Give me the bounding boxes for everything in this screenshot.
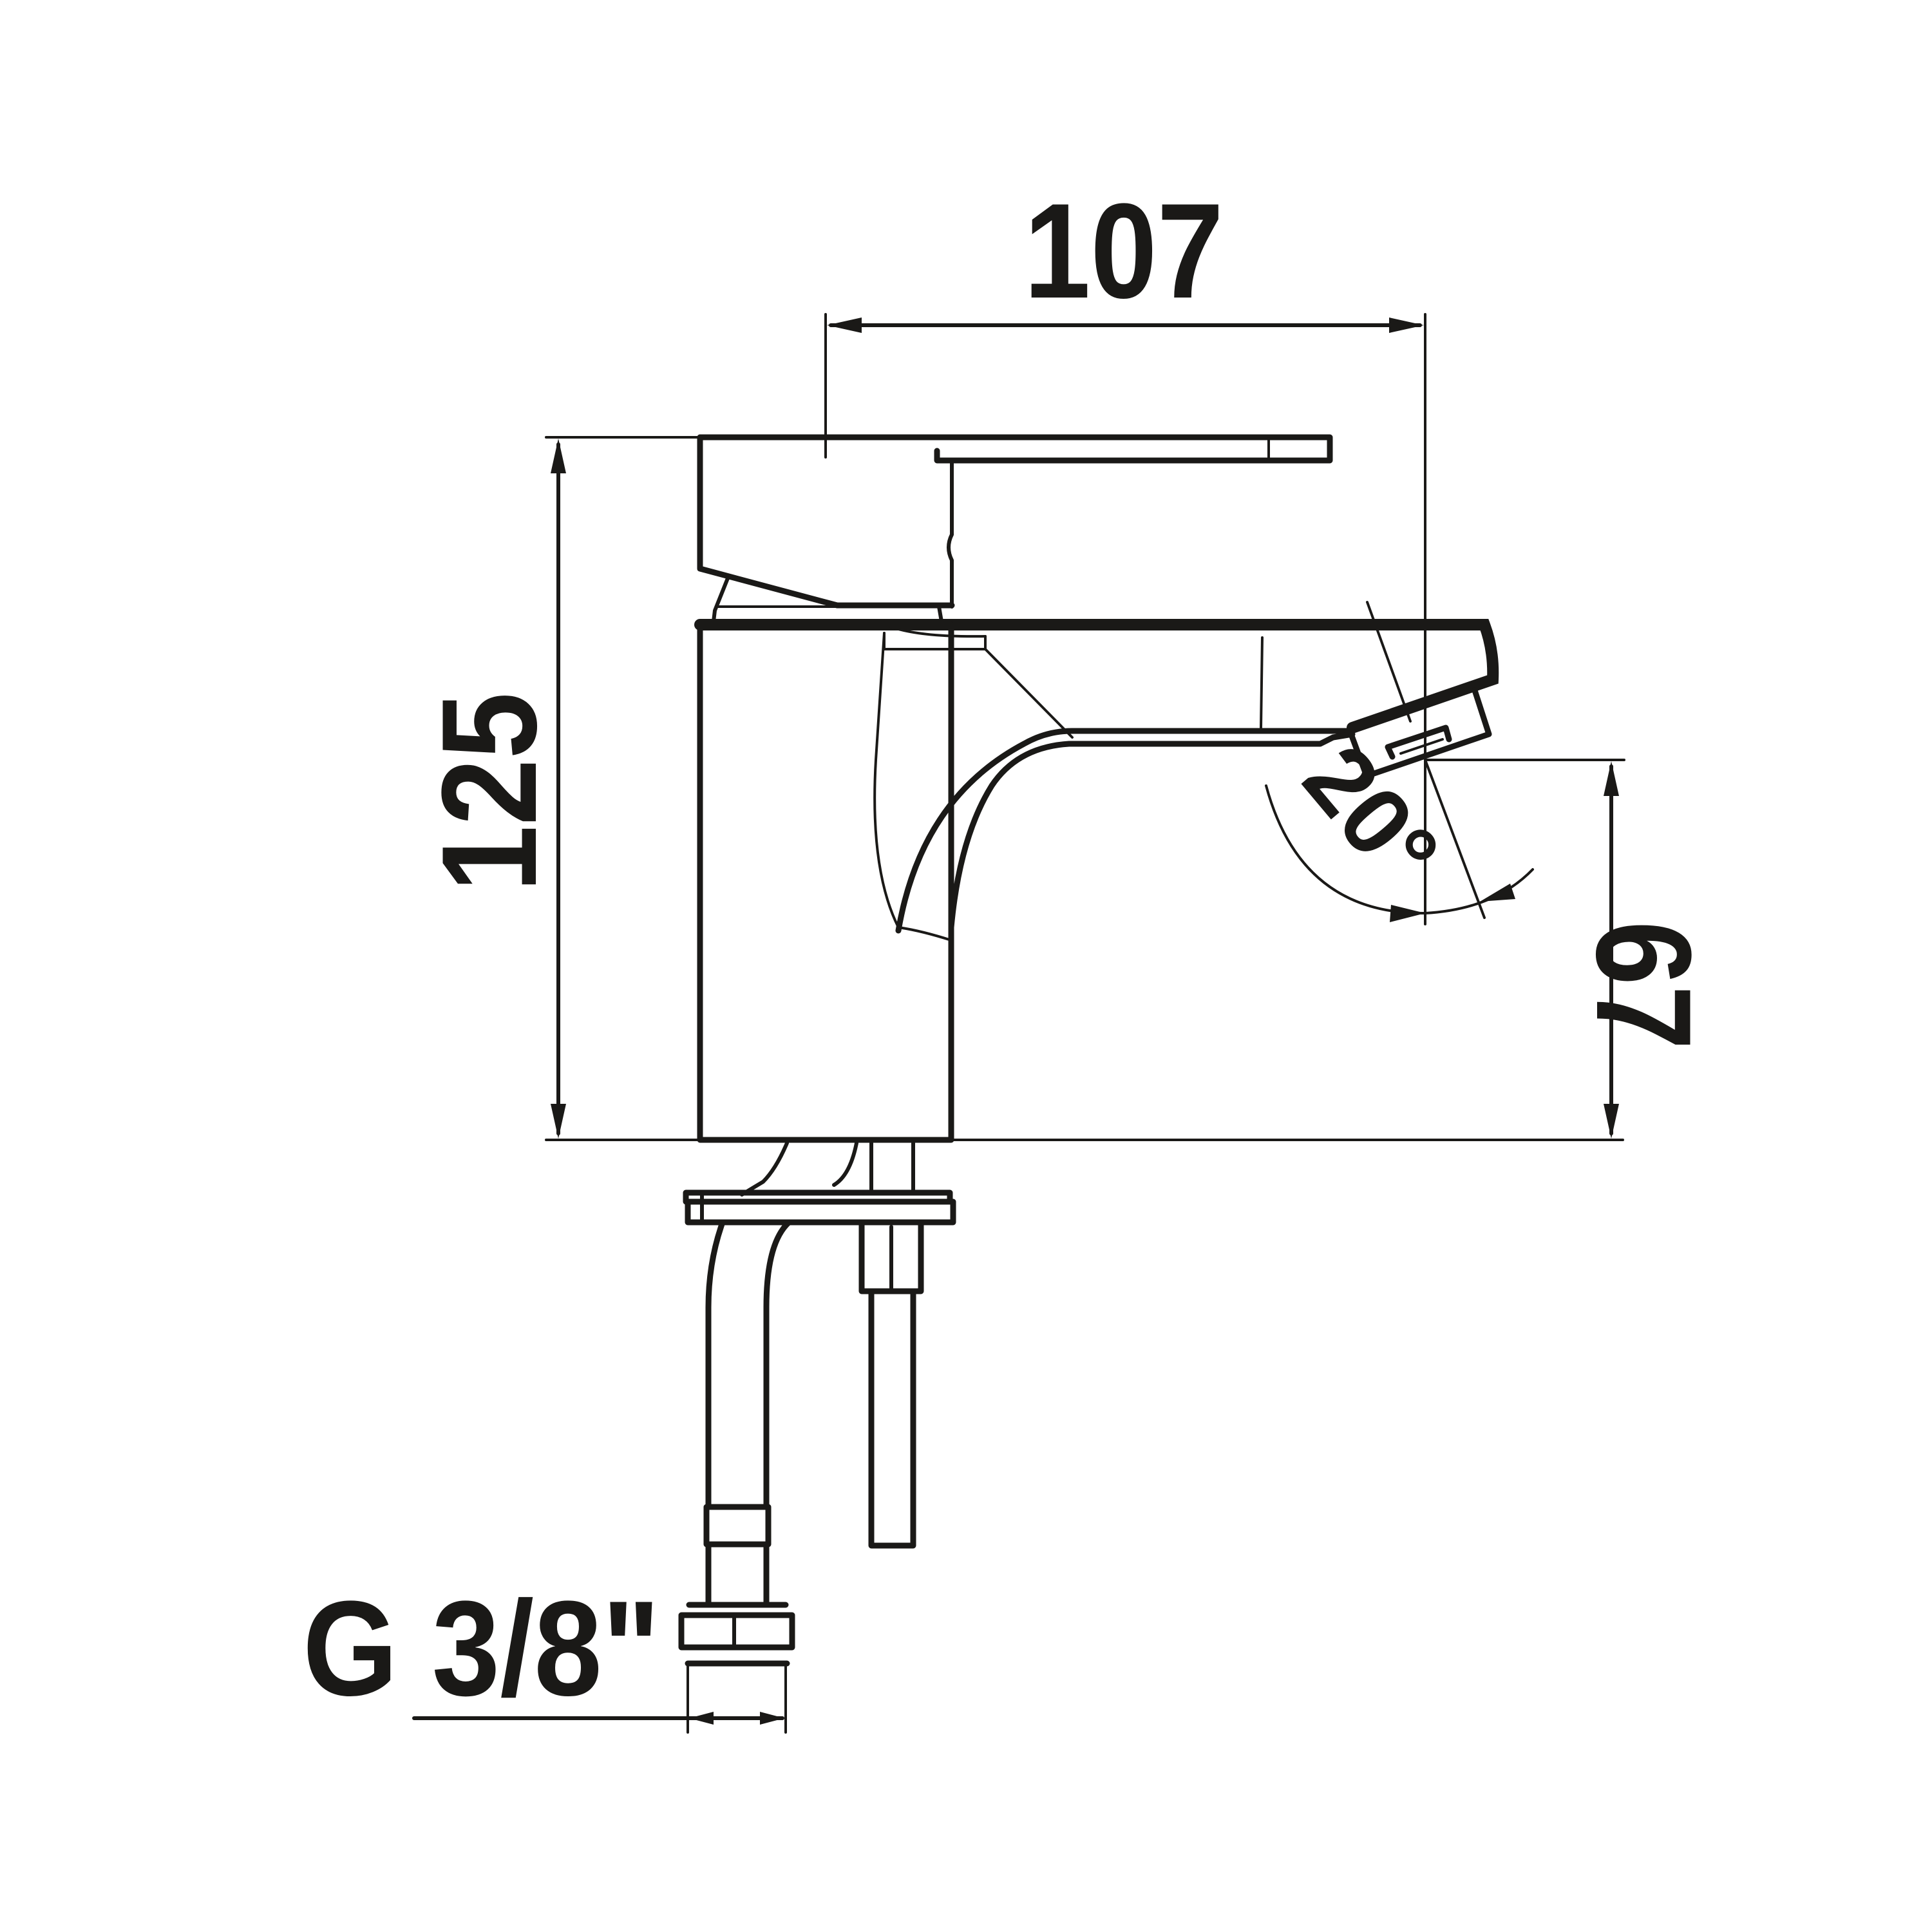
hose-inner xyxy=(763,1219,792,1510)
spout-arrow-bottom xyxy=(1604,1104,1619,1139)
dimension-height: 125 xyxy=(413,436,1624,1141)
faucet-body xyxy=(697,621,954,1143)
hose-right-upper xyxy=(832,1141,858,1187)
aerator-outline xyxy=(1348,687,1492,779)
dimension-width: 107 xyxy=(824,175,1426,925)
angle-arrow-right xyxy=(1480,884,1515,902)
angle-arrow-left xyxy=(1390,905,1425,922)
width-label: 107 xyxy=(1024,175,1224,327)
dimension-spout-height: 67 xyxy=(1424,759,1719,1139)
height-arrow-top xyxy=(551,439,566,473)
mounting-nut xyxy=(858,1219,924,1294)
height-arrow-bottom xyxy=(551,1104,566,1139)
housing-outline xyxy=(697,434,955,609)
aerator-insert-line xyxy=(1399,738,1444,755)
spout-arrow-top xyxy=(1604,761,1619,796)
hose-outer xyxy=(705,1219,726,1510)
spout-side-contour xyxy=(873,632,952,942)
angle-ref-line-lower xyxy=(1424,759,1486,919)
housing-skirt-left xyxy=(712,576,730,623)
height-label: 125 xyxy=(413,692,565,892)
spout-divider xyxy=(1260,636,1264,729)
threaded-rod xyxy=(868,1288,916,1549)
spout-diagonal xyxy=(984,648,1074,739)
dimension-connection: G 3/8" xyxy=(303,1573,787,1734)
cartridge-housing xyxy=(697,434,955,623)
width-arrow-left xyxy=(827,317,862,333)
mounting-hardware xyxy=(683,1141,956,1549)
width-arrow-right xyxy=(1389,317,1424,333)
hose-left-upper xyxy=(740,1141,789,1197)
connection-arrow-left xyxy=(689,1712,714,1725)
spout-height-label: 67 xyxy=(1568,921,1719,1050)
connector-nut xyxy=(678,1612,795,1651)
hose-crimp-ferrule xyxy=(703,1504,772,1548)
spout-top-edge xyxy=(694,619,1499,734)
aerator-insert xyxy=(1385,724,1452,760)
spout-inner-curve xyxy=(948,731,1356,943)
connection-label: G 3/8" xyxy=(303,1573,660,1724)
spout-outer-curve xyxy=(895,728,1356,934)
connection-arrow-right xyxy=(760,1712,784,1725)
lever-neck-curve xyxy=(947,533,954,609)
flexible-hose xyxy=(678,1219,795,1667)
lever-handle xyxy=(697,434,1333,609)
spout xyxy=(694,619,1499,943)
lever-outline xyxy=(697,434,1333,464)
mounting-plate xyxy=(685,1198,956,1226)
aerator xyxy=(1348,687,1492,779)
